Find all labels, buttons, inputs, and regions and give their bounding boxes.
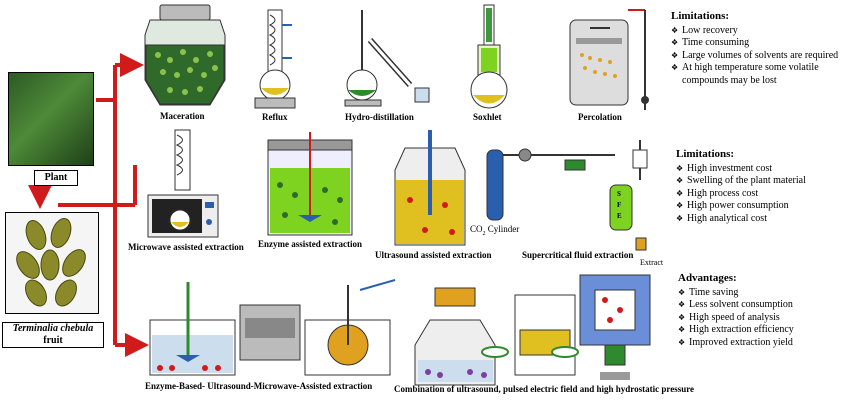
plant-label: Plant <box>34 170 78 186</box>
combined-method-illustration-1 <box>149 279 396 376</box>
sfe-limitations-box: Limitations: High investment cost Swelli… <box>676 148 806 225</box>
list-item: Time saving <box>678 287 794 300</box>
combined-advantages-box: Advantages: Time saving Less solvent con… <box>678 272 794 349</box>
list-item: High investment cost <box>676 163 806 176</box>
list-item: Swelling of the plant material <box>676 175 806 188</box>
enzyme-label: Enzyme assisted extraction <box>258 239 362 249</box>
percolation-label: Percolation <box>578 112 622 122</box>
extract-label: Extract <box>640 258 664 267</box>
co2-rest: Cylinder <box>485 224 520 234</box>
arrow-network <box>28 53 149 357</box>
soxhlet-illustration <box>470 4 508 109</box>
sfe-letter-f: F <box>617 201 622 209</box>
fruit-label: Terminalia chebula fruit <box>2 322 104 348</box>
microwave-illustration <box>147 129 219 238</box>
conventional-limitations-title: Limitations: <box>671 10 730 22</box>
list-item: Low recovery <box>671 25 838 38</box>
co2-subscript: 2 <box>482 230 486 237</box>
list-item: High power consumption <box>676 200 806 213</box>
combo1-label: Enzyme-Based- Ultrasound-Microwave-Assis… <box>145 381 373 391</box>
fruit-word: fruit <box>43 335 63 346</box>
conventional-limitations-list: Low recovery Time consuming Large volume… <box>671 25 838 88</box>
fruit-graphic <box>16 218 86 307</box>
maceration-label: Maceration <box>160 111 205 121</box>
sfe-label: Supercritical fluid extraction <box>522 250 634 260</box>
soxhlet-label: Soxhlet <box>473 112 502 122</box>
reflux-illustration <box>254 9 296 109</box>
enzyme-vessel-illustration <box>267 132 353 236</box>
maceration-jar-illustration <box>144 4 226 106</box>
list-item-continuation: compounds may be lost <box>682 74 777 86</box>
reflux-label: Reflux <box>262 112 288 122</box>
combined-advantages-list: Time saving Less solvent consumption Hig… <box>678 287 794 350</box>
fruit-photo <box>5 212 99 314</box>
fruit-species: Terminalia chebula <box>12 323 94 334</box>
sfe-letter-s: S <box>617 190 621 198</box>
sfe-illustration <box>486 140 648 251</box>
conventional-limitations-box: Limitations: Low recovery Time consuming… <box>671 10 838 87</box>
plant-photo <box>8 72 94 166</box>
list-item: High analytical cost <box>676 213 806 226</box>
percolation-illustration <box>569 9 649 110</box>
ultrasound-vessel-illustration <box>394 130 466 246</box>
sfe-limitations-title: Limitations: <box>676 148 735 160</box>
combined-advantages-title: Advantages: <box>678 272 737 284</box>
combo2-label: Combination of ultrasound, pulsed electr… <box>394 384 695 394</box>
hydro-distillation-illustration <box>344 10 430 107</box>
list-item: Large volumes of solvents are required <box>671 50 838 63</box>
list-item: At high temperature some volatile <box>671 62 838 75</box>
list-item: Improved extraction yield <box>678 337 794 350</box>
combined-method-illustration-2 <box>414 274 651 386</box>
list-item: High process cost <box>676 188 806 201</box>
list-item: Less solvent consumption <box>678 299 794 312</box>
microwave-label: Microwave assisted extraction <box>128 242 244 252</box>
list-item: High speed of analysis <box>678 312 794 325</box>
co2-text: CO <box>470 224 483 234</box>
sfe-limitations-list: High investment cost Swelling of the pla… <box>676 163 806 226</box>
sfe-letter-e: E <box>617 212 622 220</box>
list-item: High extraction efficiency <box>678 324 794 337</box>
list-item: Time consuming <box>671 37 838 50</box>
hydro-distillation-label: Hydro-distillation <box>345 112 414 122</box>
ultrasound-label: Ultrasound assisted extraction <box>375 250 492 260</box>
co2-cylinder-label: CO2 Cylinder <box>470 224 519 237</box>
